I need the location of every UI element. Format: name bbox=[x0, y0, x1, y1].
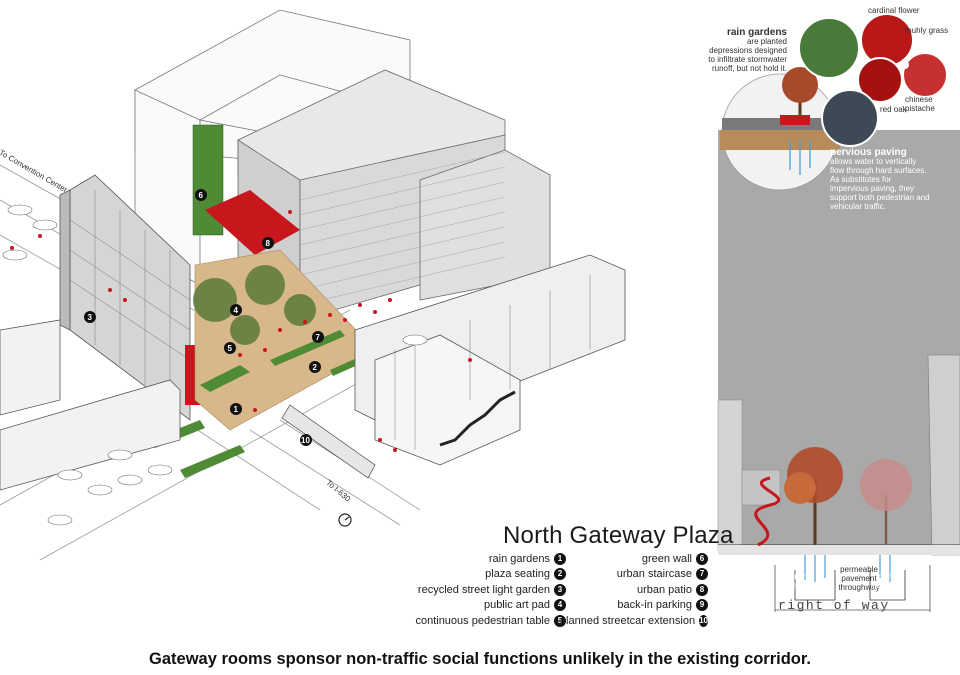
legend-label: urban patio bbox=[636, 583, 692, 596]
plant-label-pistache: chinese pistache bbox=[905, 95, 935, 113]
staircase bbox=[439, 390, 516, 447]
legend-item: public art pad 4 bbox=[380, 598, 566, 614]
legend-left: rain gardens 1 plaza seating 2 recycled st… bbox=[380, 551, 566, 629]
plaza bbox=[194, 249, 376, 431]
legend-number: 4 bbox=[554, 599, 566, 612]
streetcar bbox=[281, 404, 376, 479]
urban-patio bbox=[205, 190, 300, 255]
svg-text:8: 8 bbox=[266, 239, 271, 248]
legend-label: planned streetcar extension bbox=[559, 614, 696, 627]
legend-number: 1 bbox=[554, 552, 566, 565]
plant-label-muhly: muhly grass bbox=[905, 26, 949, 35]
rain-garden-heading: rain gardens bbox=[726, 27, 787, 38]
plaza-trees bbox=[193, 265, 316, 345]
section-label-left: rain garden bbox=[788, 572, 814, 590]
legend-number: 10 bbox=[699, 614, 708, 627]
svg-text:4: 4 bbox=[234, 306, 239, 315]
svg-text:7: 7 bbox=[316, 333, 321, 342]
legend-number: 2 bbox=[554, 568, 566, 581]
legend-item: recycled street light garden 3 bbox=[380, 582, 566, 598]
legend-item: rain gardens 1 bbox=[380, 551, 566, 567]
legend-label: green wall bbox=[641, 552, 692, 565]
legend-label: rain gardens bbox=[488, 552, 550, 565]
plant-label-oak: red oak bbox=[880, 105, 907, 114]
plant-label-cardinal: cardinal flower bbox=[868, 6, 920, 15]
section-trees bbox=[784, 447, 912, 545]
north-arrow-icon bbox=[338, 513, 352, 527]
section-label-middle: permeable pavement throughway bbox=[838, 565, 880, 592]
plant-circles bbox=[798, 13, 948, 147]
legend-item: green wall 6 bbox=[560, 551, 708, 567]
legend-item: urban staircase 7 bbox=[560, 567, 708, 583]
rain-garden-note: rain gardens are planted depressions des… bbox=[705, 27, 787, 74]
legend-number: 9 bbox=[696, 599, 708, 612]
section-building bbox=[927, 354, 960, 556]
right-of-way-label: right of way bbox=[778, 598, 890, 613]
legend-number: 8 bbox=[696, 583, 708, 596]
legend-number: 6 bbox=[696, 552, 708, 565]
legend-label: recycled street light garden bbox=[417, 583, 550, 596]
legend-label: urban staircase bbox=[616, 568, 692, 581]
legend-item: back-in parking 9 bbox=[560, 598, 708, 614]
svg-text:5: 5 bbox=[228, 344, 233, 353]
svg-text:1: 1 bbox=[234, 405, 239, 414]
section-detail-circle bbox=[720, 67, 840, 191]
legend-item: urban patio 8 bbox=[560, 582, 708, 598]
legend-number: 5 bbox=[554, 614, 566, 627]
cars bbox=[2, 204, 428, 526]
right-buildings bbox=[354, 254, 626, 466]
plan-markers: 1 2 3 4 5 6 7 8 10 bbox=[84, 189, 324, 446]
legend-label: plaza seating bbox=[485, 568, 550, 581]
legend-item: plaza seating 2 bbox=[380, 567, 566, 583]
legend-item: continuous pedestrian table 5 bbox=[380, 613, 566, 629]
legend-label: back-in parking bbox=[617, 599, 692, 612]
pervious-body: allows water to vertically flow through … bbox=[830, 157, 930, 211]
people bbox=[10, 210, 472, 452]
legend-number: 3 bbox=[554, 583, 566, 596]
svg-text:3: 3 bbox=[88, 313, 93, 322]
plan-title: North Gateway Plaza bbox=[503, 522, 734, 549]
svg-text:6: 6 bbox=[199, 191, 204, 200]
pervious-heading: pervious paving bbox=[830, 147, 907, 158]
pervious-paving-note: pervious paving allows water to vertical… bbox=[830, 147, 930, 212]
legend-number: 7 bbox=[696, 568, 708, 581]
legend-label: continuous pedestrian table bbox=[415, 614, 550, 627]
section-label-right: rain garden bbox=[872, 572, 898, 590]
legend-label: public art pad bbox=[483, 599, 550, 612]
left-building bbox=[59, 174, 191, 421]
left-lower-buildings bbox=[0, 319, 181, 491]
svg-text:10: 10 bbox=[301, 436, 310, 445]
legend-right: green wall 6 urban staircase 7 urban patio… bbox=[560, 551, 708, 629]
rain-garden-body: are planted depressions designed to infi… bbox=[708, 37, 787, 73]
svg-text:2: 2 bbox=[313, 363, 318, 372]
figure-caption: Gateway rooms sponsor non-traffic social… bbox=[149, 650, 811, 668]
